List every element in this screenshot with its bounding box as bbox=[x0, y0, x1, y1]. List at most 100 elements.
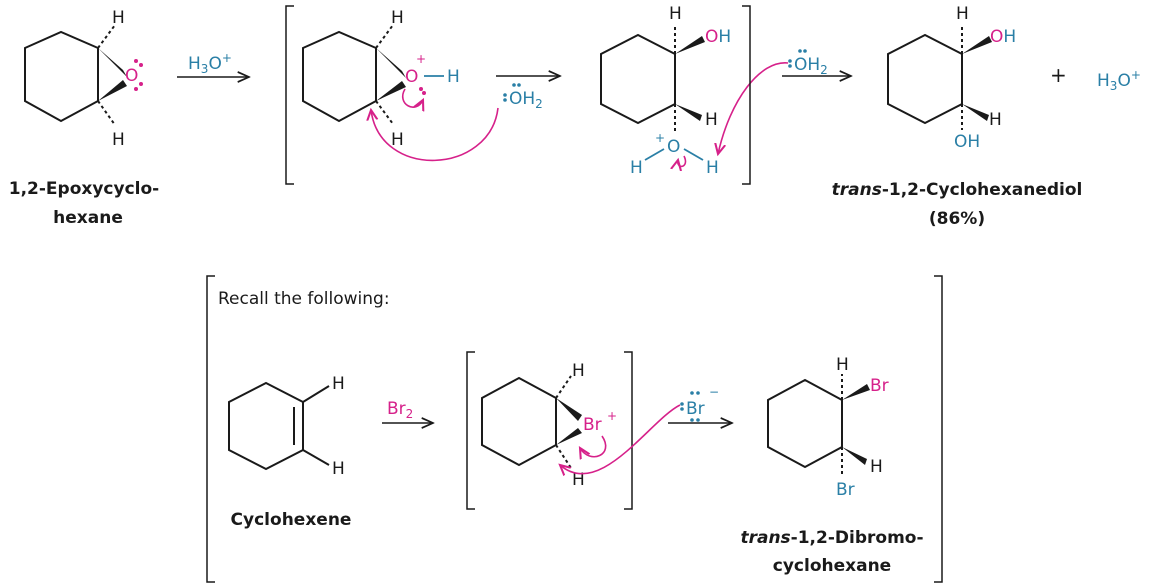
wedge-bond bbox=[98, 80, 127, 101]
bracket-right-small bbox=[624, 351, 633, 510]
atom-h: H bbox=[669, 4, 682, 24]
bromine-atom: Br bbox=[836, 480, 855, 500]
compound-name: 1,2-Epoxycyclo- bbox=[9, 179, 159, 199]
lone-pair bbox=[419, 87, 426, 95]
atom-h: H bbox=[332, 459, 345, 479]
panel-bracket-right bbox=[934, 275, 943, 583]
curved-arrow-attack bbox=[560, 404, 681, 474]
lone-pairs bbox=[680, 391, 700, 422]
hashed-bond bbox=[375, 24, 394, 49]
cyclohexene: H H Cyclohexene bbox=[228, 374, 352, 530]
bracket-right bbox=[742, 5, 751, 185]
epoxide-oxygen: O bbox=[125, 66, 138, 86]
reagent-water: OH2 bbox=[794, 55, 828, 77]
atom-h: H bbox=[836, 355, 849, 375]
wedge-bond bbox=[376, 48, 406, 78]
charge-minus: − bbox=[709, 385, 719, 399]
bromide-nucleophile: Br − bbox=[680, 385, 719, 422]
oxonium-oxygen: O bbox=[405, 67, 418, 87]
wedge-bond bbox=[962, 104, 989, 121]
wedge-bond bbox=[556, 428, 582, 445]
hashed-bond bbox=[375, 100, 394, 125]
yield: (86%) bbox=[929, 209, 985, 229]
wedge-bond bbox=[962, 36, 992, 54]
water-nucleophile: OH2 bbox=[509, 89, 543, 111]
panel-heading: Recall the following: bbox=[218, 289, 390, 309]
atom-h: H bbox=[572, 470, 585, 490]
atom-h: H bbox=[572, 361, 585, 381]
oxonium-oxygen: O bbox=[667, 137, 680, 157]
wedge-bond bbox=[675, 104, 702, 121]
bromonium-ion: H H Br + bbox=[481, 361, 681, 490]
ring-bonds bbox=[600, 33, 676, 125]
o-h-bond bbox=[683, 148, 704, 161]
bromide-ion: Br bbox=[686, 399, 705, 419]
bracket-left bbox=[285, 5, 294, 185]
curved-arrow bbox=[580, 435, 607, 457]
bromine-atom: Br bbox=[870, 376, 889, 396]
wedge-bond bbox=[675, 36, 705, 54]
reaction-arrow-1: H3O+ bbox=[177, 51, 249, 77]
hydroxyl-group: OH bbox=[954, 132, 980, 152]
atom-h: H bbox=[112, 8, 125, 28]
panel-bracket-left bbox=[206, 275, 215, 583]
ring-bonds bbox=[767, 378, 843, 469]
lone-pairs bbox=[788, 49, 807, 68]
o-h-bond bbox=[644, 148, 665, 161]
hashed-bond bbox=[555, 444, 572, 469]
atom-h: H bbox=[332, 374, 345, 394]
ring-bonds bbox=[887, 33, 963, 125]
trans-dibromocyclohexane: H Br H Br trans-1,2-Dibromo- cyclohexane bbox=[740, 355, 923, 576]
protonated-epoxide: H H O + H OH2 bbox=[302, 8, 543, 162]
trans-cyclohexanediol: H OH H OH trans-1,2-Cyclohexanediol (86%… bbox=[832, 4, 1083, 229]
atom-h: H bbox=[705, 110, 718, 130]
compound-name: cyclohexane bbox=[773, 556, 891, 576]
compound-name: Cyclohexene bbox=[231, 510, 352, 530]
curved-arrow-attack bbox=[371, 108, 499, 162]
compound-name: trans-1,2-Cyclohexanediol bbox=[832, 180, 1083, 200]
atom-h: H bbox=[630, 158, 643, 178]
c-h-bond bbox=[302, 449, 330, 466]
atom-h: H bbox=[870, 457, 883, 477]
charge-plus: + bbox=[655, 131, 665, 145]
reagent-h3o: H3O+ bbox=[188, 51, 232, 76]
oxonium-intermediate: H OH H O + H H bbox=[600, 4, 789, 178]
wedge-bond bbox=[556, 398, 582, 421]
atom-h: H bbox=[956, 4, 969, 24]
atom-h: H bbox=[112, 130, 125, 150]
bracket-left-small bbox=[466, 351, 475, 510]
atom-h: H bbox=[391, 130, 404, 150]
charge-plus: + bbox=[416, 52, 426, 66]
atom-h: H bbox=[391, 8, 404, 28]
wedge-bond bbox=[376, 81, 406, 101]
compound-name: hexane bbox=[53, 208, 123, 228]
lone-pairs bbox=[134, 59, 143, 91]
atom-h: H bbox=[706, 158, 719, 178]
bromonium-bromine: Br bbox=[583, 415, 602, 435]
ring-bonds bbox=[24, 30, 99, 123]
compound-name: trans-1,2-Dibromo- bbox=[740, 528, 923, 548]
hashed-bond bbox=[97, 100, 116, 126]
reaction-arrow-3: OH2 bbox=[782, 49, 851, 77]
atom-h: H bbox=[447, 67, 460, 87]
hydronium-byproduct: H3O+ bbox=[1097, 68, 1141, 93]
hydroxyl-group: OH bbox=[990, 27, 1016, 47]
c-h-bond bbox=[302, 385, 330, 403]
wedge-bond bbox=[842, 447, 867, 465]
curved-arrow bbox=[402, 88, 423, 107]
hashed-bond bbox=[555, 375, 572, 399]
ring-bonds bbox=[228, 381, 304, 471]
atom-h: H bbox=[989, 110, 1002, 130]
hashed-bond bbox=[97, 24, 116, 49]
lone-pairs bbox=[503, 83, 521, 102]
reaction-arrow-br2: Br2 bbox=[382, 399, 433, 423]
ring-bonds bbox=[302, 30, 377, 123]
curved-arrow bbox=[678, 155, 687, 166]
hydroxyl-group: OH bbox=[705, 27, 731, 47]
plus-sign: + bbox=[1050, 63, 1067, 87]
reagent-br2: Br2 bbox=[387, 399, 413, 421]
epoxycyclohexane: H H O 1,2-Epoxycyclo- hexane bbox=[9, 8, 159, 228]
wedge-bond bbox=[98, 48, 127, 77]
charge-plus: + bbox=[607, 409, 617, 423]
